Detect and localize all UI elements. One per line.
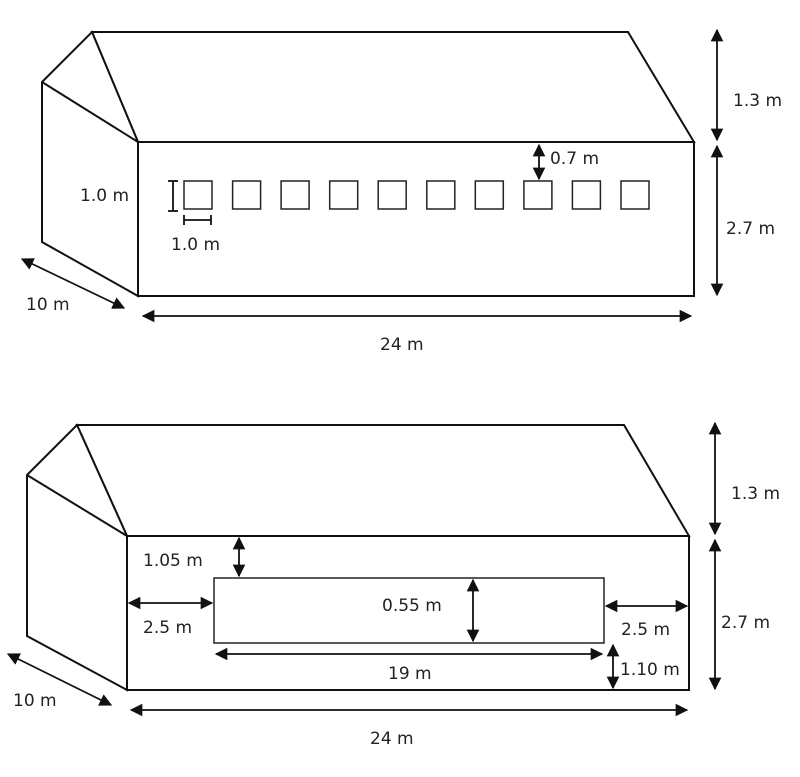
top-wall-height-label: 2.7 m — [726, 219, 775, 239]
bottom-depth-arrow — [6, 653, 113, 706]
top-window-9 — [571, 180, 602, 210]
bottom-depth-label: 10 m — [13, 691, 57, 711]
bottom-gable-eave — [26, 474, 128, 537]
top-window-width-label: 1.0 m — [171, 235, 220, 255]
top-window-5 — [377, 180, 407, 210]
bottom-strip-height-label: 0.55 m — [382, 596, 442, 616]
bottom-left-margin-label: 2.5 m — [143, 618, 192, 638]
top-window-4 — [328, 180, 359, 210]
bottom-roof — [75, 424, 691, 537]
bottom-strip-length-label: 19 m — [388, 664, 432, 684]
top-roof — [90, 31, 696, 143]
top-window-7 — [474, 180, 505, 210]
top-window-gap-label: 0.7 m — [550, 149, 599, 169]
top-window-2 — [231, 180, 262, 210]
bottom-building: 1.05 m 0.55 m 2.5 m 2.5 m 19 m 1.10 m 1.… — [6, 421, 780, 749]
top-window-8 — [523, 180, 553, 210]
top-roof-height-label: 1.3 m — [733, 91, 782, 111]
bottom-right-margin-label: 2.5 m — [621, 620, 670, 640]
bottom-strip-bottom-gap-label: 1.10 m — [620, 660, 680, 680]
top-building: 1.0 m 1.0 m 0.7 m 1.3 m 2.7 m 10 m 24 m — [20, 28, 782, 355]
top-windows — [183, 180, 650, 210]
top-front-wall — [137, 141, 695, 297]
bottom-length-label: 24 m — [370, 729, 414, 749]
top-window-height-label: 1.0 m — [80, 186, 129, 206]
bottom-roof-height-label: 1.3 m — [731, 484, 780, 504]
top-window-height-marker — [168, 180, 178, 212]
top-gable-eave — [41, 81, 139, 143]
top-window-3 — [280, 180, 310, 210]
bottom-window-strip — [213, 577, 605, 644]
top-depth-label: 10 m — [26, 295, 70, 315]
top-window-6 — [426, 180, 456, 210]
bottom-strip-top-gap-label: 1.05 m — [143, 551, 203, 571]
top-depth-arrow — [20, 258, 126, 309]
top-window-1 — [183, 180, 213, 210]
top-length-label: 24 m — [380, 335, 424, 355]
bottom-wall-height-label: 2.7 m — [721, 613, 770, 633]
top-window-width-marker — [183, 215, 212, 225]
top-window-10 — [620, 180, 650, 210]
